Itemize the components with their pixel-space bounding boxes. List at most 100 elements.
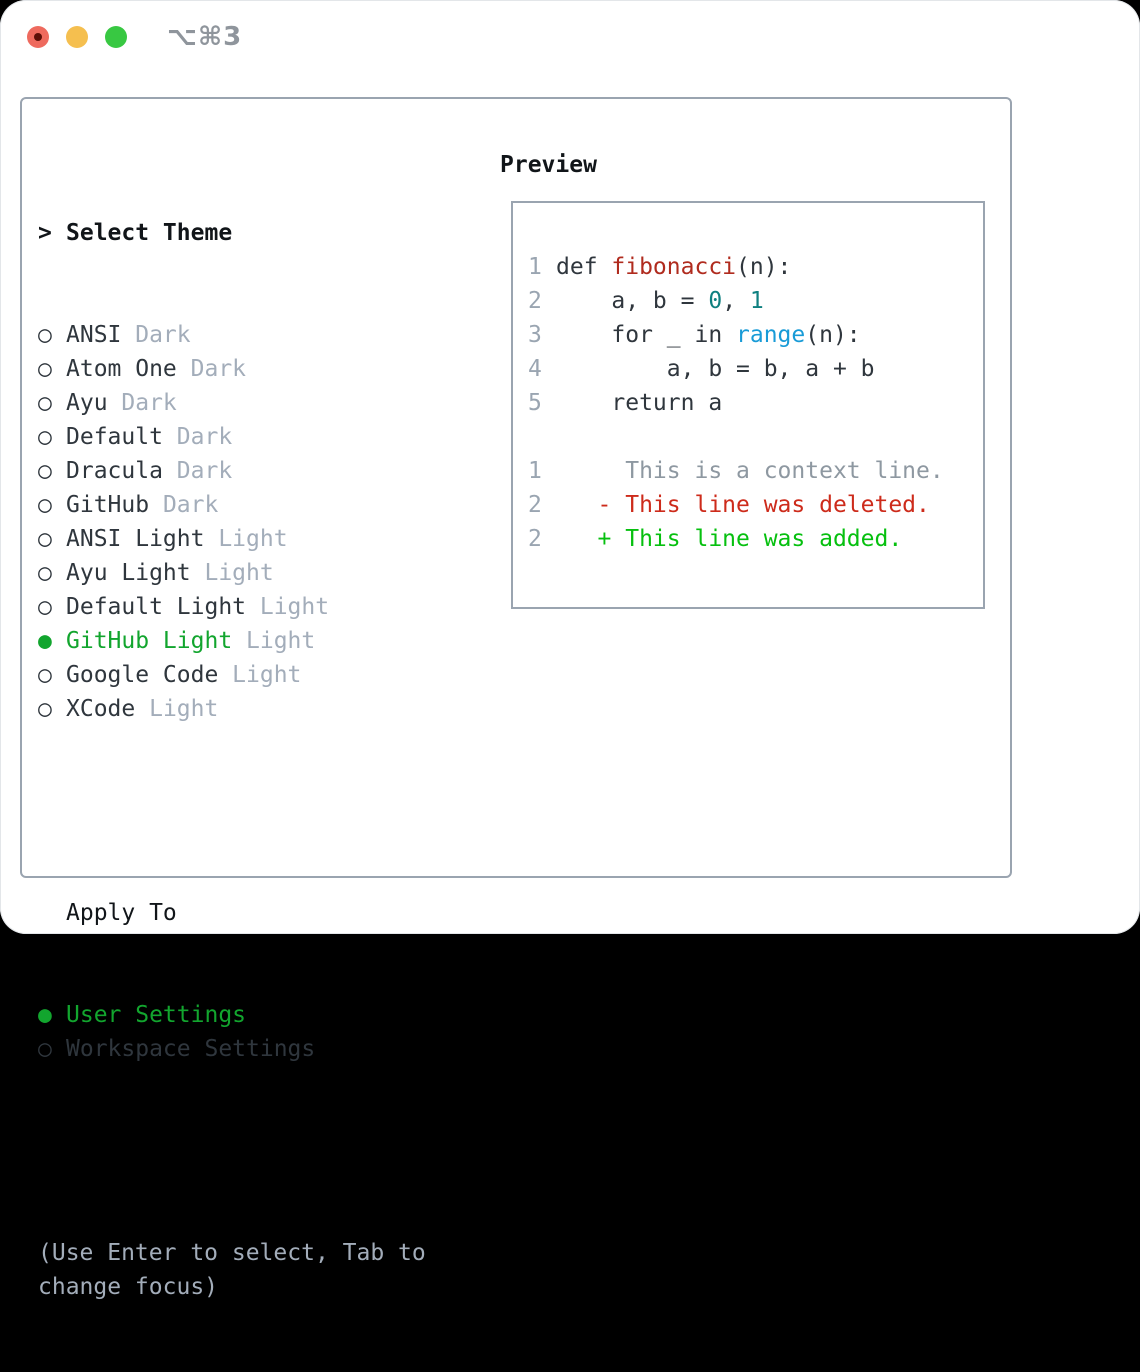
code-token: 0 — [708, 288, 723, 314]
prompt-icon: > — [38, 220, 52, 246]
theme-option-xcode[interactable]: ○ XCode Light — [38, 692, 426, 726]
line-number: 5 — [528, 390, 542, 416]
theme-option-ansi[interactable]: ○ ANSI Dark — [38, 318, 426, 352]
line-number: 3 — [528, 322, 542, 348]
code-line: 2 - This line was deleted. — [528, 488, 944, 522]
radio-icon: ○ — [38, 458, 52, 484]
code-token: This is a context line. — [556, 458, 944, 484]
line-number: 1 — [528, 254, 542, 280]
preview-box — [511, 201, 985, 609]
theme-name: ANSI Light — [66, 526, 205, 552]
modified-dot-icon — [34, 33, 42, 41]
theme-variant: Light — [149, 696, 219, 722]
select-theme-label: Select Theme — [66, 220, 233, 246]
help-text: (Use Enter to select, Tab to change focu… — [38, 1240, 426, 1300]
radio-icon: ○ — [38, 356, 52, 382]
line-number: 4 — [528, 356, 542, 382]
theme-name: Dracula — [66, 458, 163, 484]
theme-option-ayu-light[interactable]: ○ Ayu Light Light — [38, 556, 426, 590]
spacer — [38, 1134, 426, 1168]
code-token: range — [736, 322, 806, 348]
theme-variant: Light — [204, 560, 274, 586]
code-token: a, b = b, a + b — [556, 356, 875, 382]
theme-name: Default — [66, 424, 163, 450]
theme-variant: Dark — [190, 356, 247, 382]
theme-option-ansi-light[interactable]: ○ ANSI Light Light — [38, 522, 426, 556]
code-token: 1 — [749, 288, 764, 314]
theme-name: ANSI — [66, 322, 122, 348]
radio-icon: ● — [38, 628, 52, 654]
line-number: 2 — [528, 492, 542, 518]
theme-name: Google Code — [66, 662, 219, 688]
select-theme-header: > Select Theme — [38, 216, 426, 250]
zoom-button[interactable] — [105, 26, 127, 48]
code-line: 2 a, b = 0, 1 — [528, 284, 944, 318]
radio-icon: ○ — [38, 594, 52, 620]
theme-variant: Light — [218, 526, 288, 552]
theme-variant: Dark — [121, 390, 177, 416]
theme-variant: Dark — [135, 322, 191, 348]
apply-to-label: Apply To — [66, 900, 177, 926]
theme-option-ayu[interactable]: ○ Ayu Dark — [38, 386, 426, 420]
code-token: + This line was added. — [556, 526, 903, 552]
radio-icon: ○ — [38, 526, 52, 552]
radio-icon: ○ — [38, 322, 52, 348]
theme-name: XCode — [66, 696, 136, 722]
code-token: - This line was deleted. — [556, 492, 930, 518]
radio-icon: ○ — [38, 560, 52, 586]
code-token: (n): — [736, 254, 792, 280]
theme-option-google-code[interactable]: ○ Google Code Light — [38, 658, 426, 692]
apply-option-label: Workspace Settings — [66, 1036, 316, 1062]
close-button[interactable] — [27, 26, 49, 48]
theme-option-github-light[interactable]: ● GitHub Light Light — [38, 624, 426, 658]
theme-variant: Dark — [176, 424, 233, 450]
apply-option-label: User Settings — [66, 1002, 247, 1028]
theme-variant: Dark — [176, 458, 233, 484]
code-token: fibonacci — [611, 254, 737, 280]
radio-icon: ○ — [38, 390, 52, 416]
spacer — [38, 794, 426, 828]
code-line — [528, 420, 944, 454]
code-token: a, b = — [556, 288, 709, 314]
theme-option-dracula[interactable]: ○ Dracula Dark — [38, 454, 426, 488]
apply-option-workspace-settings[interactable]: ○ Workspace Settings — [38, 1032, 426, 1066]
apply-option-user-settings[interactable]: ● User Settings — [38, 998, 426, 1032]
code-line: 1 This is a context line. — [528, 454, 944, 488]
radio-icon: ○ — [38, 662, 52, 688]
radio-icon: ● — [38, 1002, 52, 1028]
theme-name: Default Light — [66, 594, 247, 620]
minimize-button[interactable] — [66, 26, 88, 48]
code-token: for _ in — [556, 322, 737, 348]
line-number: 1 — [528, 458, 542, 484]
apply-to-list: ● User Settings ○ Workspace Settings — [38, 998, 426, 1066]
preview-title: Preview — [500, 152, 597, 178]
radio-icon: ○ — [38, 492, 52, 518]
code-line: 5 return a — [528, 386, 944, 420]
theme-variant: Light — [232, 662, 302, 688]
theme-variant: Light — [246, 628, 316, 654]
radio-icon: ○ — [38, 696, 52, 722]
theme-name: Ayu — [66, 390, 108, 416]
theme-name: GitHub Light — [66, 628, 233, 654]
code-token: , — [722, 288, 750, 314]
theme-option-atom-one[interactable]: ○ Atom One Dark — [38, 352, 426, 386]
code-token: (n): — [805, 322, 861, 348]
apply-to-header: Apply To — [38, 896, 426, 930]
code-line: 4 a, b = b, a + b — [528, 352, 944, 386]
radio-icon: ○ — [38, 1036, 52, 1062]
theme-option-default[interactable]: ○ Default Dark — [38, 420, 426, 454]
titlebar: ⌥⌘3 — [0, 0, 1140, 74]
theme-name: Ayu Light — [66, 560, 191, 586]
code-line: 3 for _ in range(n): — [528, 318, 944, 352]
window-title: ⌥⌘3 — [167, 22, 243, 52]
code-token: return a — [556, 390, 723, 416]
radio-icon: ○ — [38, 424, 52, 450]
theme-name: Atom One — [66, 356, 177, 382]
